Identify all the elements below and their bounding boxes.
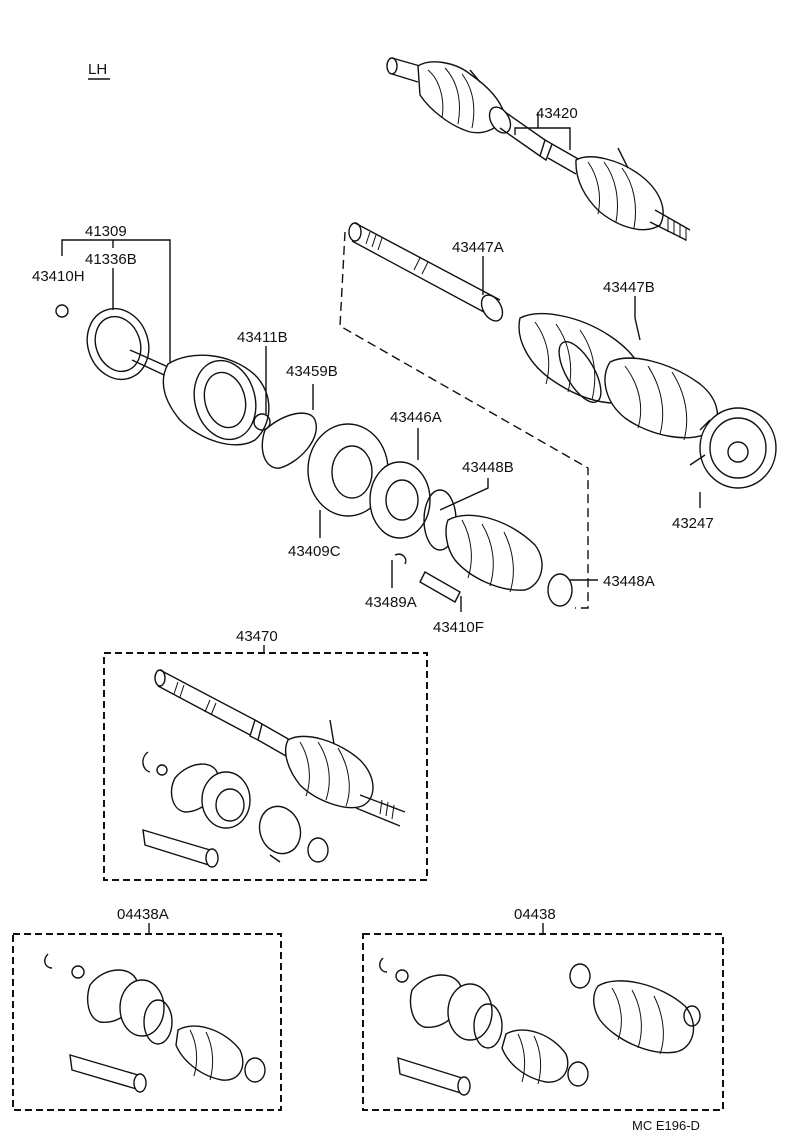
outer-cv-joint-drawing — [55, 304, 271, 446]
part-label-43411b: 43411B — [237, 329, 288, 346]
part-label-43410h: 43410H — [32, 268, 85, 285]
exploded-group-outline — [339, 231, 589, 609]
part-label-43489a: 43489A — [365, 594, 417, 611]
drive-shaft-assembly-drawing — [386, 57, 691, 241]
kit-box-04438a — [12, 933, 282, 1111]
kit-43470-drawing — [142, 669, 406, 868]
kit-04438-drawing — [379, 957, 701, 1096]
inner-cv-joint-set-drawing — [261, 412, 573, 607]
part-label-43459b: 43459B — [286, 363, 338, 380]
part-label-04438: 04438 — [514, 906, 556, 923]
part-label-43470: 43470 — [236, 628, 278, 645]
inner-shaft-drawing — [348, 222, 719, 441]
part-label-43420: 43420 — [536, 105, 578, 122]
part-label-43410f: 43410F — [433, 619, 484, 636]
leader-lines — [61, 112, 701, 933]
part-label-41336b: 41336B — [85, 251, 137, 268]
kit-box-04438 — [362, 933, 724, 1111]
part-label-43447a: 43447A — [452, 239, 504, 256]
part-label-43247: 43247 — [672, 515, 714, 532]
outer-joint-cup-drawing — [689, 407, 777, 489]
part-label-41309: 41309 — [85, 223, 127, 240]
part-label-43409c: 43409C — [288, 543, 341, 560]
diagram-code: MC E196-D — [632, 1118, 700, 1133]
part-label-43448b: 43448B — [462, 459, 514, 476]
part-label-04438a: 04438A — [117, 906, 169, 923]
side-label: LH — [88, 61, 107, 78]
kit-04438a-drawing — [44, 953, 266, 1093]
part-label-43447b: 43447B — [603, 279, 655, 296]
part-label-43446a: 43446A — [390, 409, 442, 426]
part-label-43448a: 43448A — [603, 573, 655, 590]
